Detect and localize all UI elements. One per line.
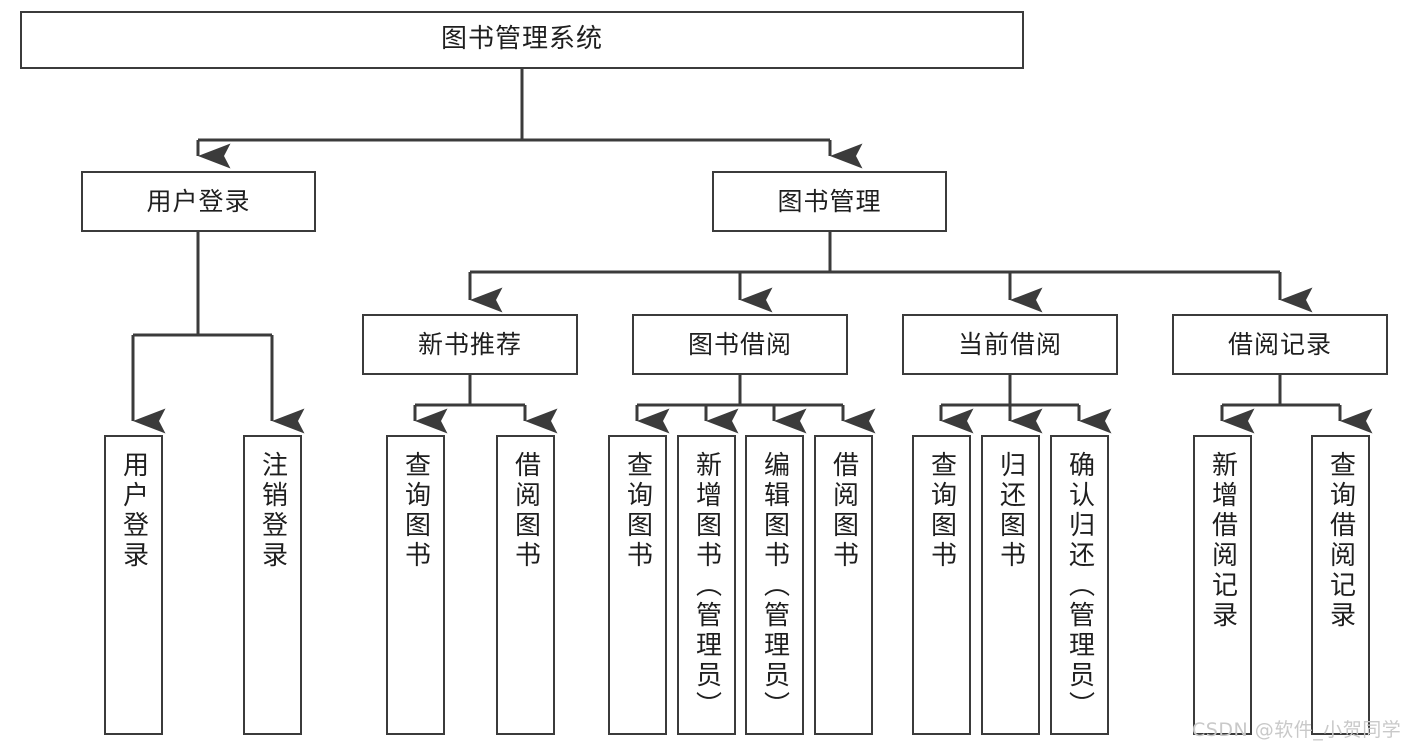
leaf-query-book-recommend[interactable]: 查询图书 (386, 435, 445, 735)
csdn-watermark: CSDN @软件_小贺同学 (1192, 719, 1402, 741)
node-book-management-system[interactable]: 图书管理系统 (20, 11, 1024, 69)
node-label: 图书借阅 (687, 329, 792, 359)
node-label: 编辑图书（管理员） (759, 451, 790, 721)
leaf-add-book[interactable]: 新增图书（管理员） (677, 435, 736, 735)
node-label: 注销登录 (257, 451, 288, 571)
node-label: 新增图书（管理员） (691, 451, 722, 721)
node-new-book-recommend[interactable]: 新书推荐 (362, 314, 578, 375)
node-borrow-record[interactable]: 借阅记录 (1172, 314, 1388, 375)
node-label: 新书推荐 (417, 329, 522, 359)
node-book-manage[interactable]: 图书管理 (712, 171, 947, 232)
node-label: 查询图书 (622, 451, 653, 571)
leaf-borrow-book[interactable]: 借阅图书 (814, 435, 873, 735)
node-label: 借阅图书 (510, 451, 541, 571)
node-user-login[interactable]: 用户登录 (81, 171, 316, 232)
leaf-add-borrow-record[interactable]: 新增借阅记录 (1193, 435, 1252, 735)
node-label: 查询借阅记录 (1325, 451, 1356, 631)
node-label: 确认归还（管理员） (1064, 451, 1095, 721)
leaf-user-logout[interactable]: 注销登录 (243, 435, 302, 735)
leaf-confirm-return[interactable]: 确认归还（管理员） (1050, 435, 1109, 735)
node-label: 图书管理系统 (440, 24, 603, 55)
node-label: 借阅图书 (828, 451, 859, 571)
node-label: 用户登录 (146, 186, 251, 216)
node-book-borrow[interactable]: 图书借阅 (632, 314, 848, 375)
node-label: 当前借阅 (957, 329, 1062, 359)
node-current-borrow[interactable]: 当前借阅 (902, 314, 1118, 375)
leaf-edit-book[interactable]: 编辑图书（管理员） (745, 435, 804, 735)
leaf-query-book-borrow[interactable]: 查询图书 (608, 435, 667, 735)
leaf-user-login[interactable]: 用户登录 (104, 435, 163, 735)
leaf-borrow-book-recommend[interactable]: 借阅图书 (496, 435, 555, 735)
leaf-query-book-current[interactable]: 查询图书 (912, 435, 971, 735)
leaf-query-borrow-record[interactable]: 查询借阅记录 (1311, 435, 1370, 735)
node-label: 借阅记录 (1227, 329, 1332, 359)
node-label: 新增借阅记录 (1207, 451, 1238, 631)
node-label: 归还图书 (995, 451, 1026, 571)
node-label: 查询图书 (926, 451, 957, 571)
node-label: 查询图书 (400, 451, 431, 571)
leaf-return-book[interactable]: 归还图书 (981, 435, 1040, 735)
node-label: 图书管理 (777, 186, 882, 216)
node-label: 用户登录 (118, 451, 149, 571)
